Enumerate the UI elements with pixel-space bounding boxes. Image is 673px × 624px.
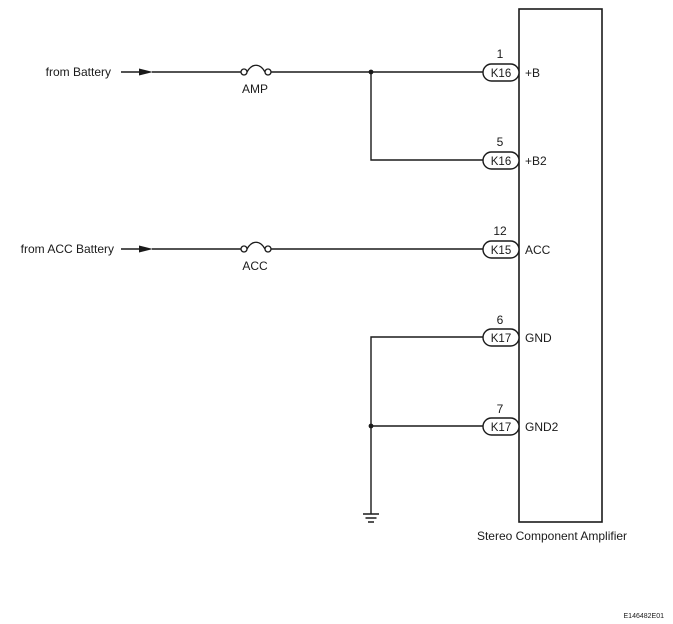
- connector-tag: [482, 151, 520, 170]
- pin-6: 6 K17 GND: [482, 313, 552, 347]
- connector-label: K15: [491, 245, 511, 257]
- ground-icon: [363, 513, 379, 523]
- connector-label: K16: [491, 156, 511, 168]
- source-battery-label: from Battery: [46, 65, 111, 79]
- pin-number: 6: [497, 313, 504, 327]
- connector-tag: [482, 417, 520, 436]
- pin-1: 1 K16 +B: [482, 47, 540, 82]
- pin-signal: GND: [525, 331, 552, 345]
- connector-label: K17: [491, 333, 511, 345]
- pin-12: 12 K15 ACC: [482, 224, 551, 259]
- pin-signal: GND2: [525, 420, 559, 434]
- pin-number: 12: [493, 224, 507, 238]
- pin-signal: +B: [525, 66, 540, 80]
- connector-tag: [482, 328, 520, 347]
- fuse-amp-label: AMP: [242, 82, 268, 96]
- connector-tag: [482, 63, 520, 82]
- component-label: Stereo Component Amplifier: [477, 529, 627, 543]
- fuse-acc-label: ACC: [242, 259, 268, 273]
- connector-tag: [482, 240, 520, 259]
- arrow-icon: [139, 68, 153, 76]
- fuse-amp-icon: [240, 64, 272, 76]
- amplifier-box: [518, 8, 603, 523]
- fuse-acc-icon: [240, 241, 272, 253]
- pin-number: 7: [497, 402, 504, 416]
- pin-signal: ACC: [525, 243, 551, 257]
- pin-5: 5 K16 +B2: [482, 135, 547, 170]
- arrow-icon: [139, 245, 153, 253]
- junction-dot: [368, 423, 374, 429]
- connector-label: K17: [491, 422, 511, 434]
- pin-signal: +B2: [525, 154, 547, 168]
- pin-number: 5: [497, 135, 504, 149]
- connector-label: K16: [491, 68, 511, 80]
- pin-number: 1: [497, 47, 504, 61]
- pin-7: 7 K17 GND2: [482, 402, 559, 436]
- source-acc-label: from ACC Battery: [21, 242, 114, 256]
- figure-code: E146482E01: [624, 613, 665, 620]
